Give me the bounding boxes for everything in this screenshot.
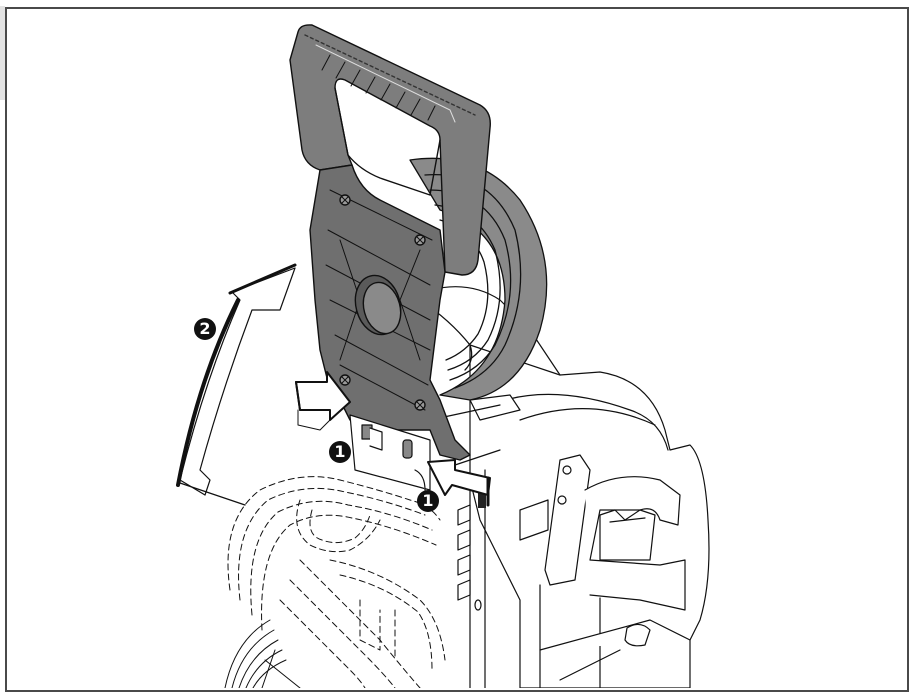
rotation-arrow xyxy=(176,263,297,506)
press-arrow-left xyxy=(295,371,351,431)
handle-folded-outline xyxy=(227,476,446,688)
callout-step-1-left: 1 xyxy=(329,441,351,463)
callout-step-2: 2 xyxy=(194,318,216,340)
latch-block xyxy=(349,414,431,491)
callout-step-1-right: 1 xyxy=(417,490,439,512)
wheel xyxy=(224,619,301,688)
press-arrow-right xyxy=(427,459,491,507)
page-edge-strip xyxy=(0,6,5,100)
handle-raised xyxy=(289,24,491,461)
machine-body xyxy=(429,286,710,688)
